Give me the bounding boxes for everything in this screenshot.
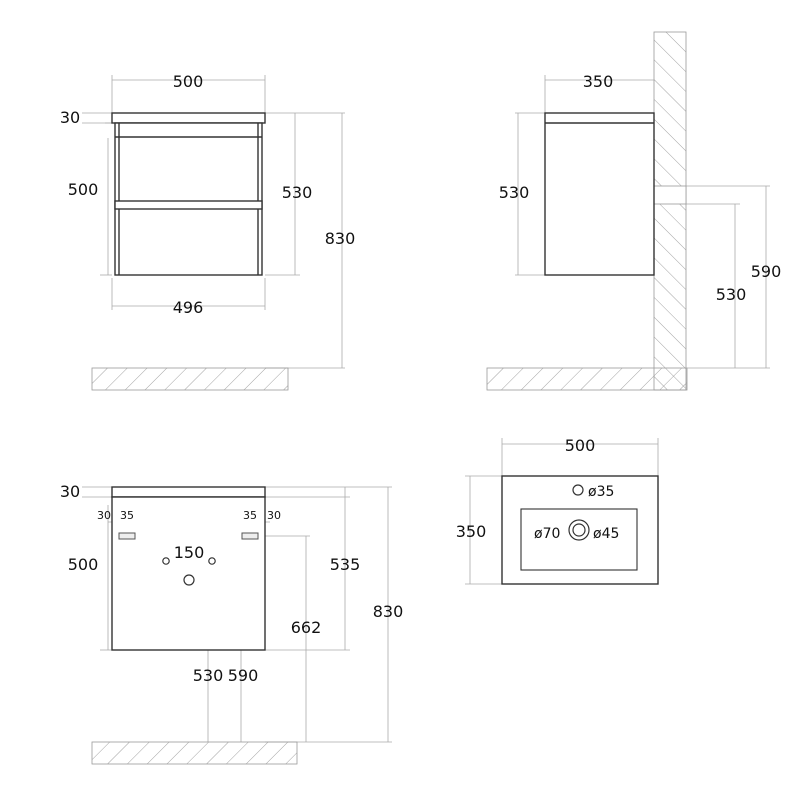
top-tap-hole-label: ø35 <box>588 484 614 500</box>
top-view: 500 350 ø35 ø70 ø45 <box>456 436 659 585</box>
top-tap-hole <box>572 484 584 496</box>
side-floor-hatch <box>486 367 688 391</box>
back-mount-right-b-label: 30 <box>267 509 281 522</box>
front-cabinet-body <box>114 122 263 276</box>
back-mount-left-a-label: 30 <box>97 509 111 522</box>
side-pipe-height-inner-label: 530 <box>716 285 747 304</box>
front-total-height-label: 830 <box>325 229 356 248</box>
front-drawer-divider <box>114 200 263 210</box>
top-drain-inner <box>572 523 586 537</box>
side-view: 350 530 590 530 <box>486 31 782 391</box>
back-drain-height-label: 662 <box>291 618 322 637</box>
back-body-height-label: 500 <box>68 555 99 574</box>
back-floor-hatch <box>91 741 298 765</box>
front-countertop <box>111 112 266 124</box>
side-height-label: 530 <box>499 183 530 202</box>
top-depth-label: 350 <box>456 522 487 541</box>
back-water-hole-left <box>162 557 170 565</box>
back-drain-hole <box>183 574 195 586</box>
side-depth-label: 350 <box>583 72 614 91</box>
front-floor-hatch <box>91 367 289 391</box>
top-drain-inner-label: ø45 <box>593 526 619 542</box>
top-width-label: 500 <box>565 436 596 455</box>
back-countertop <box>111 486 266 498</box>
front-top-thickness-label: 30 <box>60 108 80 127</box>
back-pipe-a-label: 530 <box>193 666 224 685</box>
front-front-height-label: 530 <box>282 183 313 202</box>
back-left-bracket <box>118 532 136 540</box>
side-pipe-height-outer-label: 590 <box>751 262 782 281</box>
back-mount-right-a-label: 35 <box>243 509 257 522</box>
side-cabinet-body <box>544 112 655 276</box>
front-width-top-label: 500 <box>173 72 204 91</box>
back-top-thickness-label: 30 <box>60 482 80 501</box>
back-cabinet-body <box>111 496 266 651</box>
side-wall-hatch <box>653 31 687 391</box>
back-right-bracket <box>241 532 259 540</box>
back-total-height-label: 830 <box>373 602 404 621</box>
front-width-bottom-label: 496 <box>173 298 204 317</box>
back-hole-spacing-label: 150 <box>174 543 205 562</box>
back-water-hole-right <box>208 557 216 565</box>
front-view: 500 30 500 530 830 496 <box>60 72 356 391</box>
back-view: 30 500 30 35 35 30 150 535 662 830 530 5… <box>60 482 404 765</box>
back-mount-left-b-label: 35 <box>120 509 134 522</box>
back-mount-height-label: 535 <box>330 555 361 574</box>
top-drain-outer-label: ø70 <box>534 526 560 542</box>
front-body-height-label: 500 <box>68 180 99 199</box>
back-pipe-b-label: 590 <box>228 666 259 685</box>
side-pipe <box>653 185 687 205</box>
